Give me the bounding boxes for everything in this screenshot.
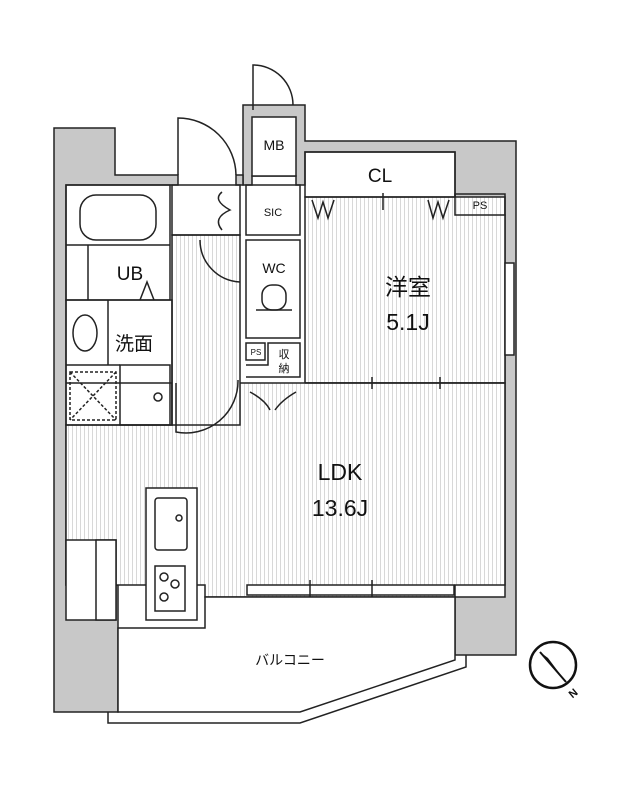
mb-door — [252, 64, 294, 110]
toilet-door — [199, 239, 241, 283]
window-right — [504, 262, 515, 356]
toilet-label: WC — [262, 260, 285, 276]
bath-label: UB — [117, 264, 143, 285]
shoe-closet-label: SIC — [264, 207, 282, 219]
storage-label-bottom: 納 — [279, 362, 290, 375]
western-room-name: 洋室 — [385, 274, 431, 300]
corridor-floor — [171, 234, 241, 426]
western-room-size: 5.1J — [386, 309, 429, 335]
washroom-door — [175, 379, 239, 434]
balcony — [117, 596, 456, 713]
kitchen-counter — [65, 487, 198, 621]
ldk-floor — [65, 382, 506, 598]
balcony-label: バルコニー — [255, 652, 325, 668]
ldk-size: 13.6J — [312, 495, 368, 521]
ldk-name: LDK — [318, 459, 363, 485]
ps-label-hall: PS — [251, 348, 262, 357]
interior-partitions — [65, 64, 515, 434]
storage-label-top: 収 — [279, 348, 290, 361]
ldk-window — [246, 584, 455, 596]
closet-label: CL — [368, 166, 392, 187]
compass-icon: N — [528, 640, 581, 701]
meter-box-label: MB — [264, 137, 285, 153]
compass-north-label: N — [567, 687, 581, 701]
washroom-label: 洗面 — [115, 333, 153, 355]
ps-label-bedroom: PS — [473, 200, 488, 212]
entrance-door — [177, 117, 237, 176]
